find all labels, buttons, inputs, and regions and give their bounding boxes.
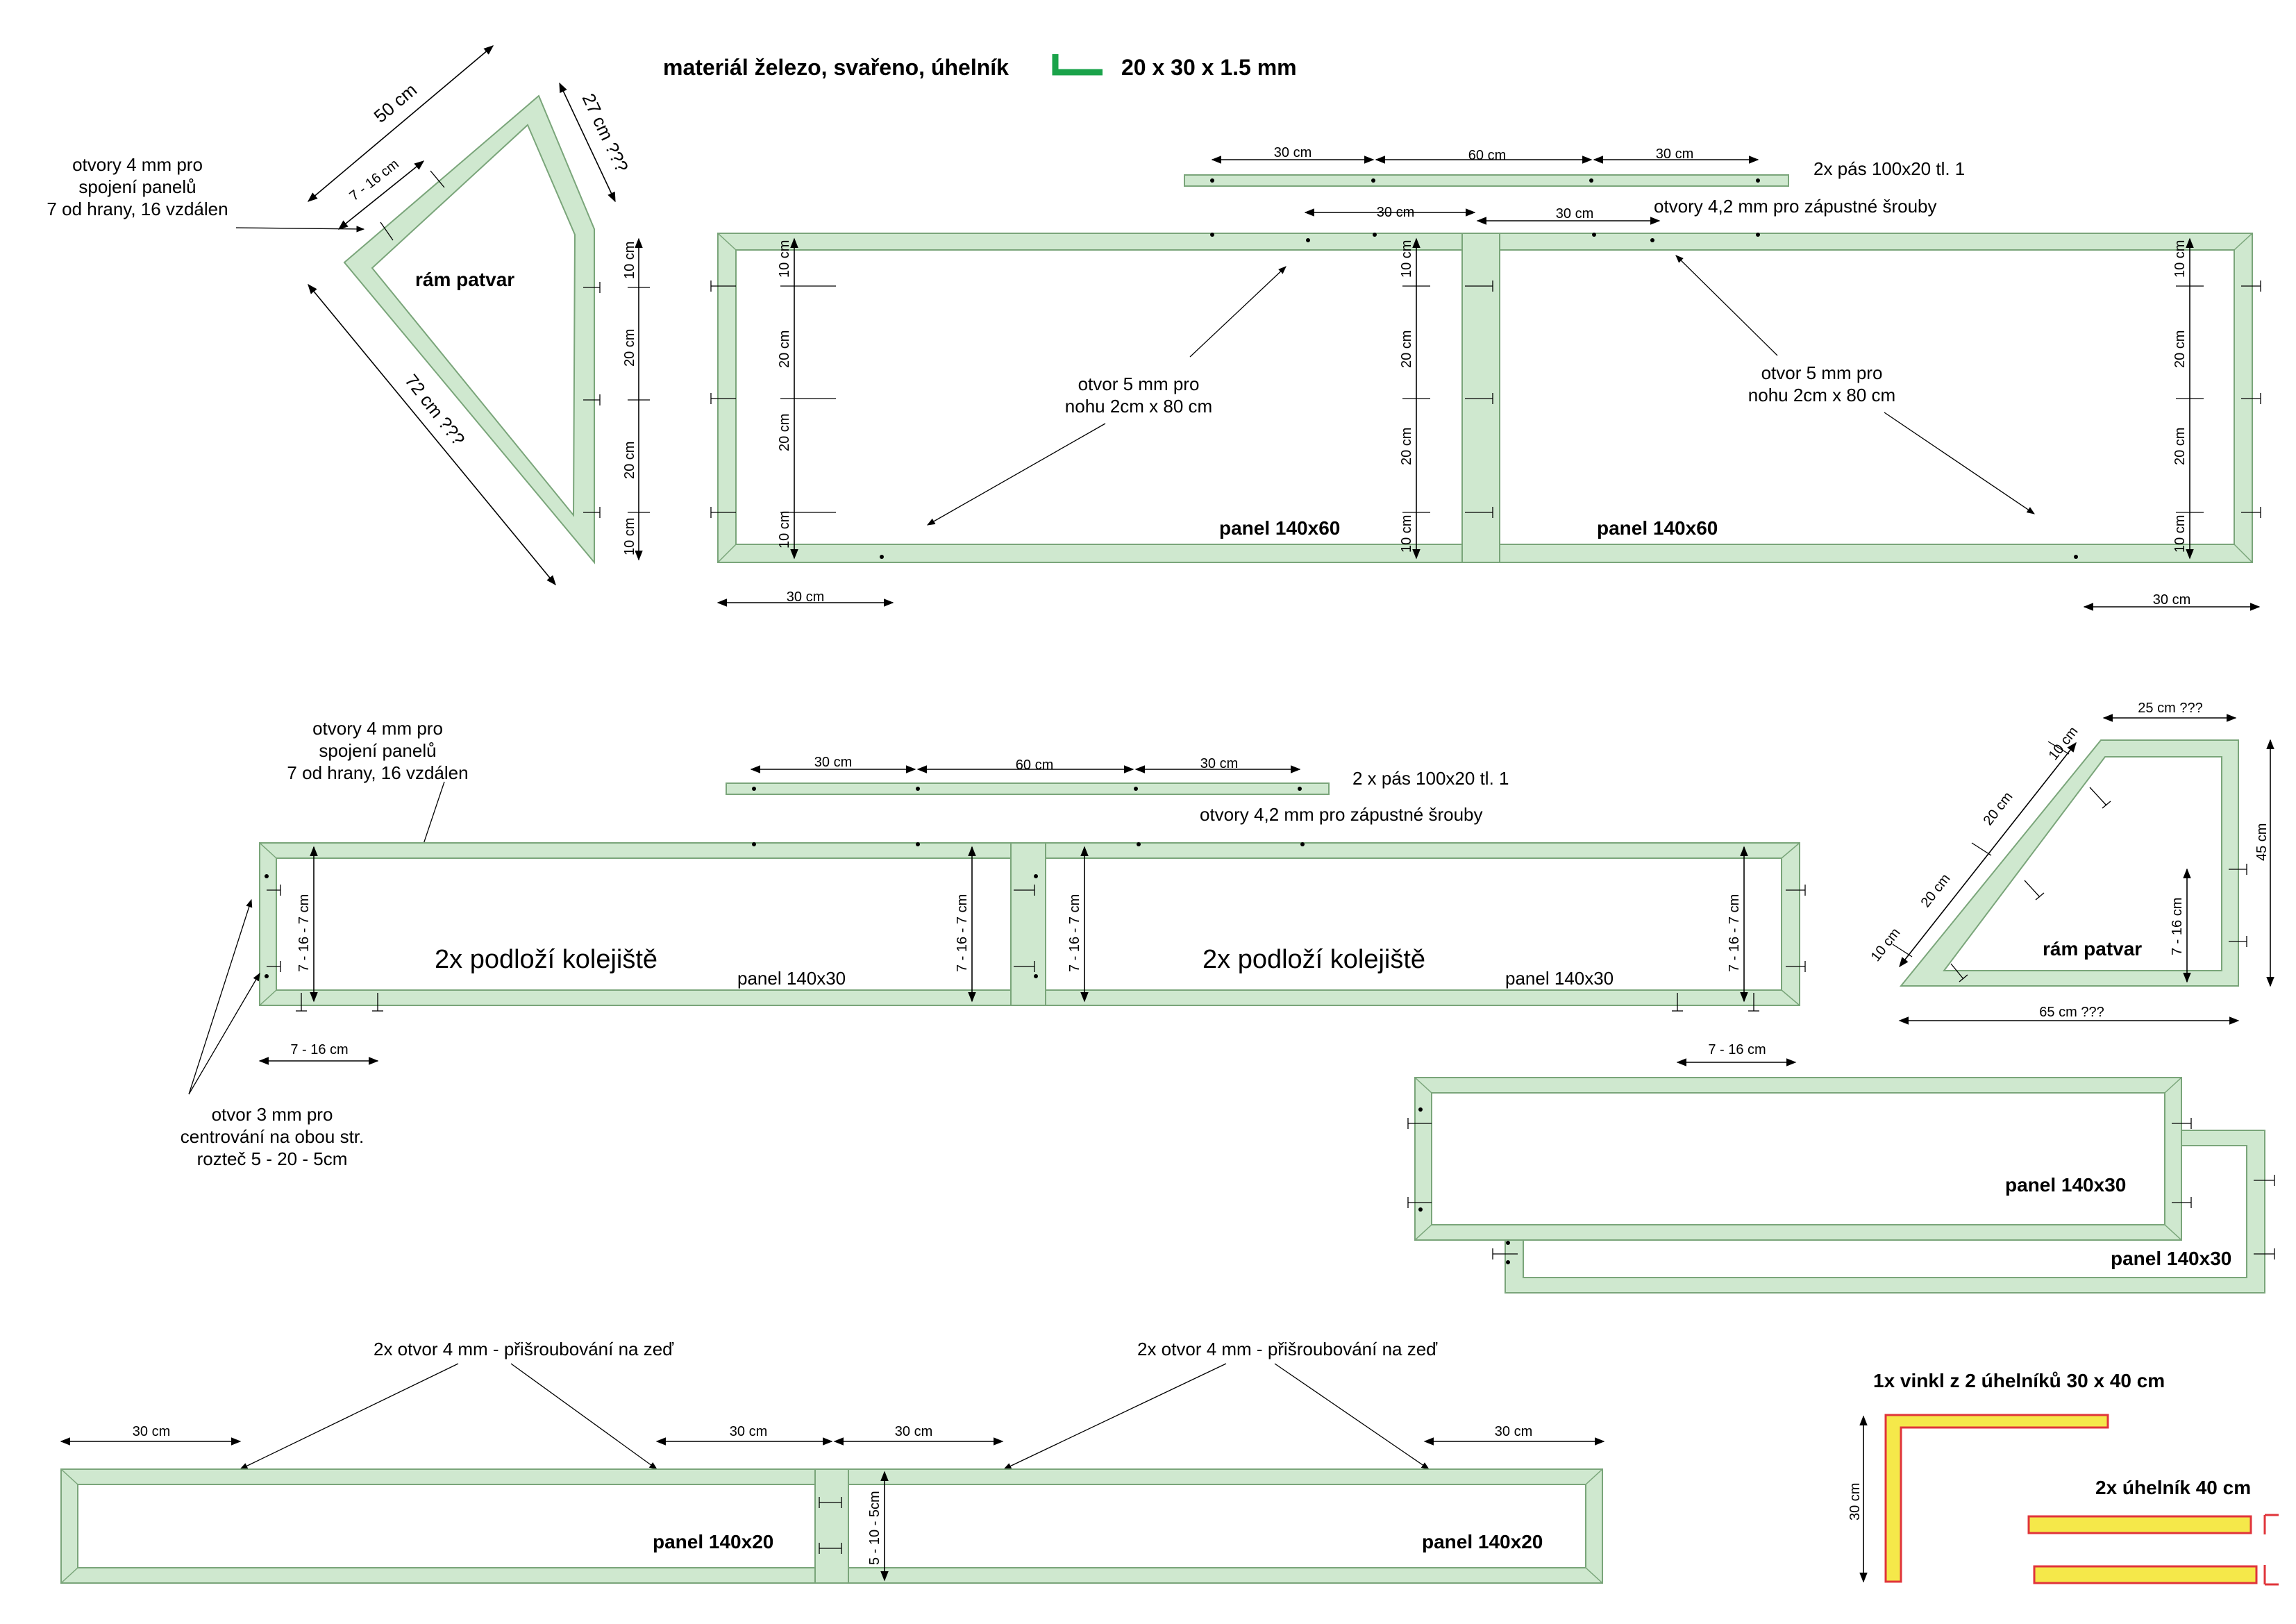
angles-vdim: 30 cm	[1847, 1483, 1863, 1521]
strip-dim-2: 60 cm	[1468, 148, 1506, 163]
bottom-dim-a: 30 cm	[133, 1424, 170, 1439]
right-panel-label-2: panel 140x30	[2111, 1248, 2231, 1269]
leg-note-1-line-2: nohu 2cm x 80 cm	[1065, 396, 1212, 417]
center-note-1: otvor 3 mm pro	[212, 1104, 333, 1125]
rf-dim-right: 45 cm	[2254, 823, 2270, 861]
bottom-panel-label-2: panel 140x20	[1422, 1531, 1543, 1552]
p1-vdim-4: 10 cm	[777, 511, 792, 549]
wall-note-1: 2x otvor 4 mm - přišroubování na zeď	[374, 1339, 674, 1359]
p1-vdim-1: 10 cm	[777, 240, 792, 278]
note-line-3: 7 od hrany, 16 vzdálen	[47, 199, 228, 219]
angle-profile-icon	[1052, 54, 1103, 76]
mid-vdim-1: 7 - 16 - 7 cm	[296, 894, 312, 972]
mid-strip-dim-1: 30 cm	[814, 755, 852, 770]
bottom-dim-c: 30 cm	[895, 1424, 932, 1439]
title-profile: 20 x 30 x 1.5 mm	[1121, 55, 1297, 80]
leg-note-1-line-1: otvor 5 mm pro	[1078, 374, 1200, 394]
mid-vdim-4: 7 - 16 - 7 cm	[1727, 894, 1742, 972]
panel-label-140x60-2: panel 140x60	[1597, 517, 1718, 539]
top-dim-2: 30 cm	[1556, 206, 1593, 221]
mid-vdim-2: 7 - 16 - 7 cm	[955, 894, 970, 972]
mid-screw-note: otvory 4,2 mm pro zápustné šrouby	[1200, 804, 1483, 825]
p1-vdim-3: 20 cm	[777, 414, 792, 451]
right-panels: panel 140x30 panel 140x30	[1407, 1077, 2275, 1294]
pc-vdim-4: 10 cm	[1399, 515, 1414, 553]
bottom-vdim: 5 - 10 - 5cm	[867, 1491, 882, 1565]
panel-label-140x60-1: panel 140x60	[1219, 517, 1340, 539]
leg-note-2-line-1: otvor 5 mm pro	[1761, 362, 1883, 383]
right-frame: rám patvar 25 cm ??? 45 cm 65 cm ??? 7 -…	[1868, 701, 2274, 1025]
strip-label: 2x pás 100x20 tl. 1	[1813, 158, 1965, 179]
bottom-dim-1: 30 cm	[787, 589, 824, 605]
bottom-dim-b: 30 cm	[730, 1424, 767, 1439]
angles-label-2: 2x úhelník 40 cm	[2095, 1477, 2251, 1498]
rf-dim-bottom: 65 cm ???	[2039, 1005, 2104, 1020]
mid-strip-dim-3: 30 cm	[1200, 756, 1238, 771]
vdim-3: 20 cm	[622, 442, 637, 479]
mid-note-1: otvory 4 mm pro	[312, 718, 443, 739]
mid-strip-dim-2: 60 cm	[1016, 757, 1053, 773]
mid-big-label-1: 2x podloží kolejiště	[435, 945, 657, 974]
p2-vdim-4: 10 cm	[2172, 515, 2188, 553]
note-line-1: otvory 4 mm pro	[72, 154, 203, 175]
angles: 1x vinkl z 2 úhelníků 30 x 40 cm 30 cm 2…	[1847, 1370, 2279, 1586]
frame-label: rám patvar	[415, 269, 514, 290]
bottom-dim-d: 30 cm	[1495, 1424, 1532, 1439]
pc-vdim-2: 20 cm	[1399, 330, 1414, 368]
rf-dim-inner: 7 - 16 cm	[2170, 898, 2185, 955]
leg-note-2-line-2: nohu 2cm x 80 cm	[1748, 385, 1895, 405]
mid-big-label-2: 2x podloží kolejiště	[1203, 945, 1425, 974]
mid-note-2: spojení panelů	[319, 740, 436, 761]
screw-note: otvory 4,2 mm pro zápustné šrouby	[1654, 196, 1937, 217]
vdim-2: 20 cm	[622, 329, 637, 367]
vdim-4: 10 cm	[622, 518, 637, 555]
mid-note-3: 7 od hrany, 16 vzdálen	[287, 762, 468, 783]
strip-dim-3: 30 cm	[1656, 147, 1693, 162]
dim-7-16: 7 - 16 cm	[347, 156, 402, 204]
dim-50: 50 cm	[370, 79, 421, 126]
right-panel-label-1: panel 140x30	[2005, 1174, 2126, 1196]
bottom-dim-2: 30 cm	[2153, 592, 2190, 608]
vdim-1: 10 cm	[622, 242, 637, 279]
bottom-panel-label-1: panel 140x20	[653, 1531, 773, 1552]
strip-dim-1: 30 cm	[1274, 145, 1312, 160]
mid-strip-label: 2 x pás 100x20 tl. 1	[1352, 768, 1509, 789]
middle-panels: otvory 4 mm pro spojení panelů 7 od hran…	[181, 718, 1806, 1169]
title-material: materiál železo, svařeno, úhelník	[663, 55, 1009, 80]
center-note-3: rozteč 5 - 20 - 5cm	[197, 1148, 348, 1169]
angles-title: 1x vinkl z 2 úhelníků 30 x 40 cm	[1873, 1370, 2165, 1391]
rf-diag-3: 20 cm	[1981, 789, 2016, 828]
center-note-2: centrování na obou str.	[181, 1126, 364, 1147]
mid-dim-left: 7 - 16 cm	[290, 1042, 348, 1057]
mid-panel-label-1: panel 140x30	[737, 968, 846, 989]
wall-note-2: 2x otvor 4 mm - přišroubování na zeď	[1137, 1339, 1438, 1359]
p1-vdim-2: 20 cm	[777, 330, 792, 368]
p2-vdim-3: 20 cm	[2172, 428, 2188, 465]
p2-vdim-1: 10 cm	[2172, 240, 2188, 278]
top-left-frame: rám patvar 50 cm 27 cm ??? 72 cm ??? 7 -…	[47, 45, 650, 586]
strip-top	[1184, 174, 1789, 187]
mid-vdim-3: 7 - 16 - 7 cm	[1067, 894, 1082, 972]
dim-27: 27 cm ???	[578, 90, 632, 176]
mid-dim-right: 7 - 16 cm	[1708, 1042, 1766, 1057]
rf-diag-1: 10 cm	[1868, 926, 1904, 964]
mid-panel-label-2: panel 140x30	[1505, 968, 1614, 989]
bottom-panels: 2x otvor 4 mm - přišroubování na zeď 2x …	[60, 1339, 1605, 1584]
top-panels: 30 cm 60 cm 30 cm 2x pás 100x20 tl. 1 ot…	[710, 145, 2261, 611]
pc-vdim-1: 10 cm	[1399, 240, 1414, 278]
rf-dim-top: 25 cm ???	[2138, 701, 2202, 716]
p2-vdim-2: 20 cm	[2172, 330, 2188, 368]
pc-vdim-3: 20 cm	[1399, 428, 1414, 465]
strip-mid	[726, 782, 1330, 795]
right-frame-label: rám patvar	[2043, 938, 2142, 960]
title-block: materiál železo, svařeno, úhelník 20 x 3…	[663, 54, 1297, 80]
top-dim-1: 30 cm	[1377, 205, 1414, 220]
note-line-2: spojení panelů	[78, 176, 196, 197]
